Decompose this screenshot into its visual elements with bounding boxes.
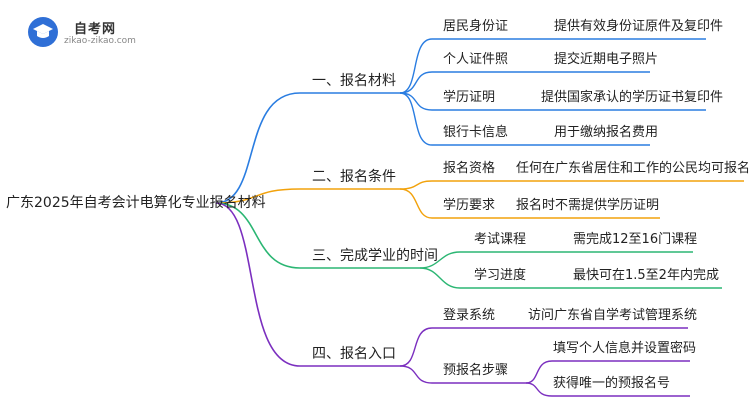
sec2-item1-key: 报名资格 — [443, 161, 496, 176]
sec4-item1-value: 访问广东省自学考试管理系统 — [528, 308, 698, 323]
sec2-item2-value: 报名时不需提供学历证明 — [516, 198, 660, 213]
sec2-item2-key: 学历要求 — [443, 198, 496, 213]
sec1-item1-key: 居民身份证 — [443, 19, 509, 34]
connector-sec1-item1 — [399, 38, 706, 94]
connector-sec3-item1 — [419, 251, 693, 269]
sec3-item1-value: 需完成12至16门课程 — [573, 232, 698, 247]
connector-sec4-item1 — [399, 327, 688, 367]
connector-root-sec1 — [215, 92, 400, 204]
site-logo: 自考网 zikao-zikao.com — [28, 15, 168, 51]
section-4-label: 四、报名入口 — [312, 346, 396, 362]
sec2-item1-value: 任何在广东省居住和工作的公民均可报名 — [516, 161, 750, 176]
sec1-item2-value: 提交近期电子照片 — [554, 52, 659, 67]
sec3-item1-key: 考试课程 — [474, 232, 527, 247]
connector-sec1-item3 — [399, 92, 706, 111]
logo-title: 自考网 — [74, 22, 117, 37]
connector-root-sec2 — [215, 188, 400, 204]
graduation-cap-icon — [33, 24, 53, 38]
sec1-item4-key: 银行卡信息 — [443, 125, 509, 140]
sec1-item4-value: 用于缴纳报名费用 — [554, 125, 659, 140]
connector-sec2-item1 — [399, 180, 744, 190]
sec4-item1-key: 登录系统 — [443, 308, 496, 323]
connector-root-sec3 — [215, 202, 420, 269]
connector-root-sec4 — [215, 202, 400, 367]
section-3-label: 三、完成学业的时间 — [312, 248, 438, 264]
connector-sec4-sub2 — [525, 382, 690, 397]
sec3-item2-value: 最快可在1.5至2年内完成 — [573, 268, 719, 283]
sec4-item2-sub1: 填写个人信息并设置密码 — [553, 341, 697, 356]
connector-sec3-item2 — [419, 267, 722, 289]
sec1-item3-key: 学历证明 — [443, 90, 496, 105]
sec1-item3-value: 提供国家承认的学历证书复印件 — [541, 90, 724, 105]
sec4-item2-key: 预报名步骤 — [443, 363, 509, 378]
root-node: 广东2025年自考会计电算化专业报名材料 — [6, 195, 266, 211]
connector-sec4-sub1 — [525, 360, 690, 384]
logo-url: zikao-zikao.com — [64, 36, 136, 46]
section-1-label: 一、报名材料 — [312, 73, 396, 89]
connector-sec2-item2 — [399, 188, 660, 219]
sec1-item2-key: 个人证件照 — [443, 52, 509, 67]
sec3-item2-key: 学习进度 — [474, 268, 527, 283]
sec4-item2-sub2: 获得唯一的预报名号 — [553, 376, 671, 391]
connector-sec4-item2 — [399, 365, 526, 384]
section-2-label: 二、报名条件 — [312, 169, 396, 185]
connector-sec1-item2 — [399, 71, 650, 94]
logo-badge — [28, 17, 58, 47]
sec1-item1-value: 提供有效身份证原件及复印件 — [554, 19, 724, 34]
connector-sec1-item4 — [399, 92, 650, 146]
